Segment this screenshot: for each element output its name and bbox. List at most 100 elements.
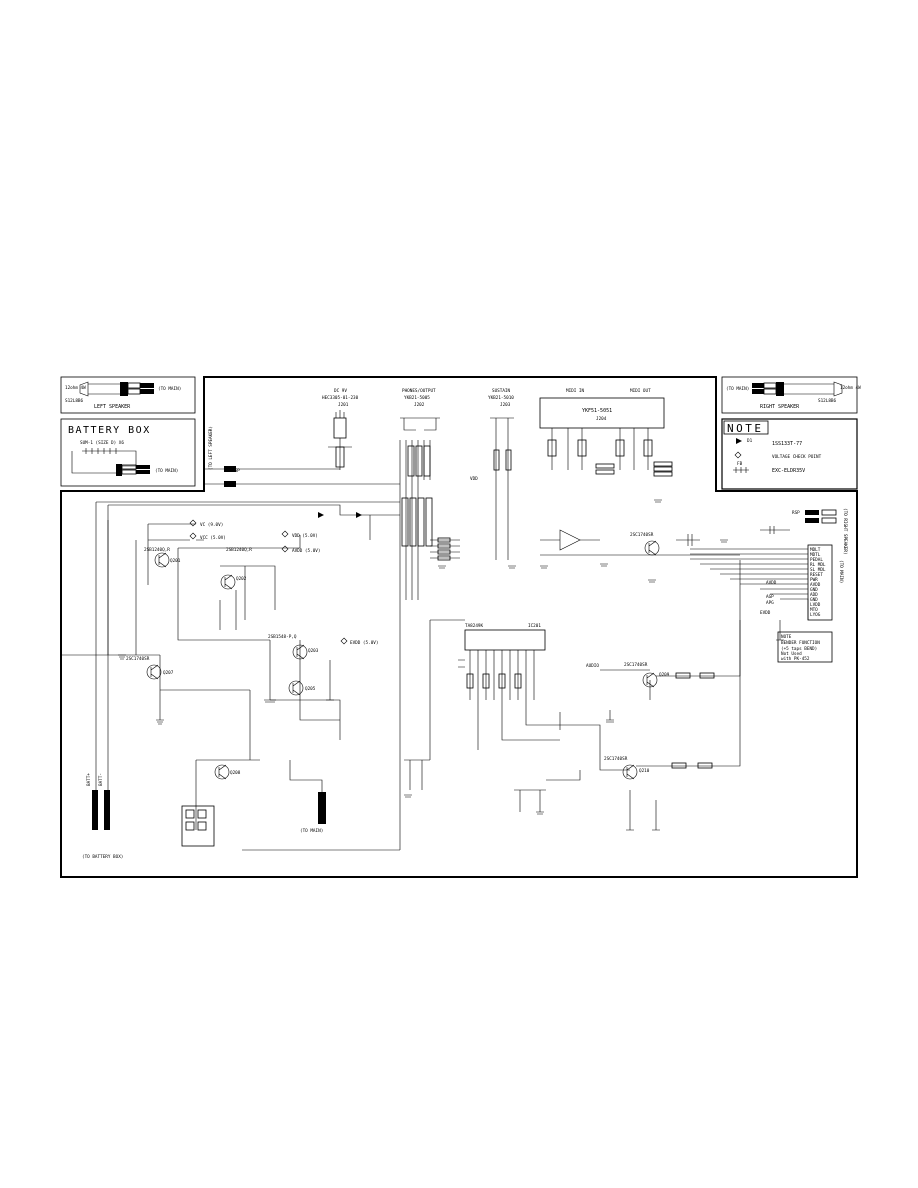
midi-transistor-part: 2SC1740SR	[630, 532, 654, 538]
left-speaker-part: S12L8B6	[65, 398, 84, 404]
remark-line-3: Not Used	[781, 651, 802, 657]
bus-vdd: VDD	[470, 476, 478, 482]
battery-box-dest: (TO MAIN)	[155, 468, 178, 474]
j1-pin-12: LVDD	[810, 602, 821, 608]
transistor-q208: Q208	[214, 764, 241, 780]
vdd-check-point-icon	[281, 530, 289, 538]
phones-name: PHONES/OUTPUT	[402, 388, 436, 394]
j1-pin-9: GND	[810, 587, 818, 593]
midi-in-label: MIDI IN	[566, 388, 585, 394]
to-battery-box: (TO BATTERY BOX)	[82, 854, 123, 860]
j1-pin-13: MTO	[810, 607, 818, 613]
phones-output-j202: PHONES/OUTPUT YKB21-5005 J202	[399, 388, 440, 600]
sustain-name: SUSTAIN	[492, 388, 511, 394]
note-checkpoint-text: VOLTAGE CHECK POINT	[772, 454, 822, 460]
main-wire-header: (TO MAIN)	[289, 760, 326, 834]
ic201-amplifier: TA8249K IC201	[429, 619, 560, 760]
dc-jack-j201: DC 9V HEC3305-01-230 J201	[322, 388, 359, 470]
q209-part: 2SC1740SR	[624, 662, 648, 668]
j1-pin-6: RESET	[810, 572, 823, 578]
diode-symbol-icon	[736, 438, 742, 444]
audio-label: AUDIO	[586, 663, 599, 669]
transistor-q202: 2SB1240Q,R Q202	[220, 547, 252, 590]
bus-labels: RSP (TO RIGHT SPEAKER) AVDD AGP APG EVDD…	[208, 426, 848, 616]
vc-check-point-icon	[189, 519, 197, 527]
rail-vdd: VDD (5.0V)	[292, 533, 318, 539]
batt-plus: BATT+	[86, 773, 92, 786]
q202-ref: Q202	[236, 576, 247, 582]
q210-part: 2SC1740SR	[604, 756, 628, 762]
check-point-icon	[734, 451, 742, 459]
note-diode-text: 1SS133T-77	[772, 441, 802, 447]
transistor-q203: 2SB1548-P,Q Q203	[268, 634, 319, 660]
avdd-check-point-icon	[281, 545, 289, 553]
dc-jack-name: DC 9V	[334, 388, 347, 394]
bus-rsp: RSP	[792, 510, 800, 516]
right-speaker-part: S12L8B6	[818, 398, 837, 404]
j1-pin-1: MDLT	[810, 547, 821, 553]
note-diode-ref: D1	[747, 438, 753, 444]
note-legend-panel: NOTE D1 1SS133T-77 VOLTAGE CHECK POINT F…	[721, 418, 858, 490]
dc-jack-ref: J201	[338, 402, 349, 408]
q203-part: 2SB1548-P,Q	[268, 634, 297, 640]
q201-ref: Q201	[170, 558, 181, 564]
transistor-q209: 2SC1740SR Q209	[624, 662, 670, 688]
q201-part: 2SB1240Q,R	[144, 547, 170, 553]
batt-minus: BATT-	[98, 773, 104, 786]
phones-part: YKB21-5005	[404, 395, 430, 401]
rail-evdd: EVDD (5.0V)	[350, 640, 378, 646]
j1-pin-11: GND	[810, 597, 818, 603]
bus-avdd: AVDD	[766, 580, 777, 586]
midi-j204: MIDI IN MIDI OUT YKF51-5051 J204	[539, 388, 673, 477]
battery-wire-headers: BATT+ BATT- (TO BATTERY BOX)	[82, 773, 123, 860]
battery-box-title: BATTERY BOX	[68, 425, 151, 436]
j1-pin-7: PWR	[810, 577, 818, 583]
battery-box-panel: BATTERY BOX SUM-1 (SIZE D) X6 (TO MAIN)	[60, 418, 196, 487]
vcc-check-point-icon	[189, 532, 197, 540]
q207-part: 2SC1740SR	[126, 656, 150, 662]
j1-pin-4: RL MDL	[810, 562, 826, 568]
j1-side-label: (TO MAIN)	[838, 560, 844, 583]
bus-evdd: EVDD	[760, 610, 771, 616]
right-speaker-panel: (TO MAIN) 12ohm 4W S12L8B6 RIGHT SPEAKER	[721, 376, 861, 414]
dc-jack-part: HEC3305-01-230	[322, 395, 359, 401]
to-main-label: (TO MAIN)	[300, 828, 323, 834]
transistor-q205: Q205	[288, 680, 316, 696]
ic201-part: TA8249K	[465, 623, 484, 629]
left-speaker-dest: (TO MAIN)	[158, 386, 181, 392]
sustain-j203: SUSTAIN YKB21-5010 J203	[488, 388, 514, 560]
q202-part: 2SB1240Q,R	[226, 547, 252, 553]
remark-line-2: (+5 taps BEND)	[781, 646, 817, 652]
q203-ref: Q203	[308, 648, 319, 654]
left-speaker-panel: 12ohm 4W S12L8B6 (TO MAIN) LEFT SPEAKER	[60, 376, 196, 414]
note-fb-text: EXC-ELDR35V	[772, 468, 805, 474]
remark-line-1: BENDER FUNCTION	[781, 640, 820, 646]
right-speaker-spec: 12ohm 4W	[840, 385, 861, 391]
note-fb-ref: FB	[737, 461, 743, 467]
j1-pin-5: SL MDL	[810, 567, 826, 573]
transistor-q201: 2SB1240Q,R Q201	[144, 547, 181, 568]
j1-connector: (TO MAIN) MDLT MDTL PEDAL RL MDL SL MDL …	[690, 544, 844, 641]
right-speaker-title: RIGHT SPEAKER	[760, 404, 800, 410]
j1-pin-2: MDTL	[810, 552, 821, 558]
note-title: NOTE	[727, 422, 764, 435]
evdd-check-point-icon	[340, 637, 348, 645]
remark-title: NOTE	[781, 634, 792, 640]
q205-ref: Q205	[305, 686, 316, 692]
midi-ref: J204	[596, 416, 607, 422]
midi-out-label: MIDI OUT	[630, 388, 651, 394]
to-left-speaker: (TO LEFT SPEAKER)	[208, 426, 214, 470]
q210-ref: Q210	[639, 768, 650, 774]
bender-remark-box: NOTE BENDER FUNCTION (+5 taps BEND) Not …	[777, 631, 833, 663]
misc-components	[219, 526, 790, 812]
rail-vc: VC (9.0V)	[200, 522, 223, 528]
rail-labels: VC (9.0V) VCC (5.0V) VDD (5.0V) AVDD (5.…	[189, 519, 378, 646]
transistor-q207: 2SC1740SR Q207	[126, 656, 174, 680]
transistor-q210: 2SC1740SR Q210	[604, 756, 650, 780]
q208-ref: Q208	[230, 770, 241, 776]
transistor-midi: 2SC1740SR	[630, 532, 660, 556]
midi-part: YKF51-5051	[582, 408, 612, 414]
main-board-frame	[60, 376, 858, 878]
q207-ref: Q207	[163, 670, 174, 676]
